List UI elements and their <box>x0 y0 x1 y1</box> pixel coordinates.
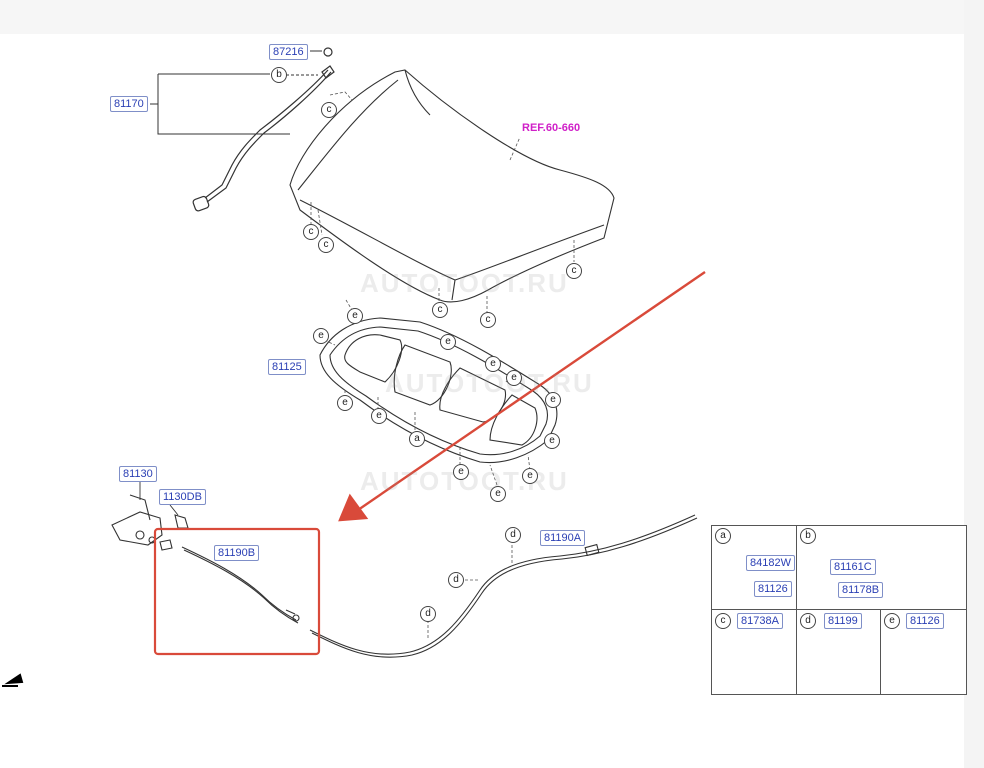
latch-leaders <box>139 480 179 516</box>
legend-part-81161c[interactable]: 81161C <box>830 559 876 575</box>
cable-leaders <box>427 545 513 640</box>
hood-insulator <box>319 317 558 464</box>
legend-head-a: a <box>715 528 731 544</box>
right-strip <box>964 0 984 768</box>
legend-cell-a: a 84182W 81126 <box>712 526 797 610</box>
fastener-legend: a 84182W 81126 b 81161C 81178B c 81738A … <box>711 525 967 695</box>
hood-panel <box>289 69 615 303</box>
legend-part-84182w[interactable]: 84182W <box>746 555 795 571</box>
callout-e-6: e <box>545 392 561 408</box>
part-label-81125[interactable]: 81125 <box>268 359 306 375</box>
legend-cell-c: c 81738A <box>712 610 797 694</box>
callout-e-3: e <box>440 334 456 350</box>
front-arrow-icon <box>2 673 24 687</box>
ref-label: REF.60-660 <box>522 122 581 134</box>
legend-part-81178b[interactable]: 81178B <box>838 582 884 598</box>
callout-c-3: c <box>318 237 334 253</box>
callout-a-1: a <box>409 431 425 447</box>
callout-c-6: c <box>480 312 496 328</box>
release-cable-b <box>181 546 300 624</box>
callout-c-5: c <box>432 302 448 318</box>
part-label-81190a[interactable]: 81190A <box>540 530 586 546</box>
legend-cell-b: b 81161C 81178B <box>797 526 966 610</box>
leader-81170 <box>150 50 322 135</box>
callout-e-11: e <box>522 468 538 484</box>
callout-e-9: e <box>544 433 560 449</box>
legend-part-81126-e[interactable]: 81126 <box>906 613 944 629</box>
legend-head-c: c <box>715 613 731 629</box>
callout-e-4: e <box>485 356 501 372</box>
legend-part-81199[interactable]: 81199 <box>824 613 862 629</box>
part-label-1130db[interactable]: 1130DB <box>159 489 206 505</box>
top-strip <box>0 0 984 34</box>
legend-head-d: d <box>800 613 816 629</box>
release-cable-a <box>309 514 698 658</box>
callout-c-1: c <box>321 102 337 118</box>
legend-part-81126-a[interactable]: 81126 <box>754 581 792 597</box>
hood-leaders <box>310 91 575 312</box>
callout-d-1: d <box>505 527 521 543</box>
part-label-81170[interactable]: 81170 <box>110 96 148 112</box>
highlight-box <box>153 527 321 656</box>
hood-support-rod <box>192 47 335 212</box>
callout-e-1: e <box>347 308 363 324</box>
watermark-2: AUTOTOOT.RU <box>385 368 594 398</box>
legend-cell-e: e 81126 <box>881 610 966 694</box>
callout-c-2: c <box>303 224 319 240</box>
callout-e-12: e <box>490 486 506 502</box>
legend-part-81738a[interactable]: 81738A <box>737 613 783 629</box>
legend-cell-d: d 81199 <box>797 610 881 694</box>
part-label-81130[interactable]: 81130 <box>119 466 157 482</box>
callout-c-4: c <box>566 263 582 279</box>
part-label-81190b[interactable]: 81190B <box>214 545 260 561</box>
callout-d-2: d <box>448 572 464 588</box>
callout-e-5: e <box>506 370 522 386</box>
legend-head-e: e <box>884 613 900 629</box>
callout-d-3: d <box>420 606 436 622</box>
callout-e-10: e <box>453 464 469 480</box>
callout-b-rod: b <box>271 67 287 83</box>
callout-e-2: e <box>313 328 329 344</box>
callout-e-7: e <box>337 395 353 411</box>
part-label-87216[interactable]: 87216 <box>269 44 308 60</box>
watermark-1: AUTOTOOT.RU <box>360 268 569 298</box>
legend-head-b: b <box>800 528 816 544</box>
highlight-arrow <box>338 271 706 522</box>
callout-e-8: e <box>371 408 387 424</box>
